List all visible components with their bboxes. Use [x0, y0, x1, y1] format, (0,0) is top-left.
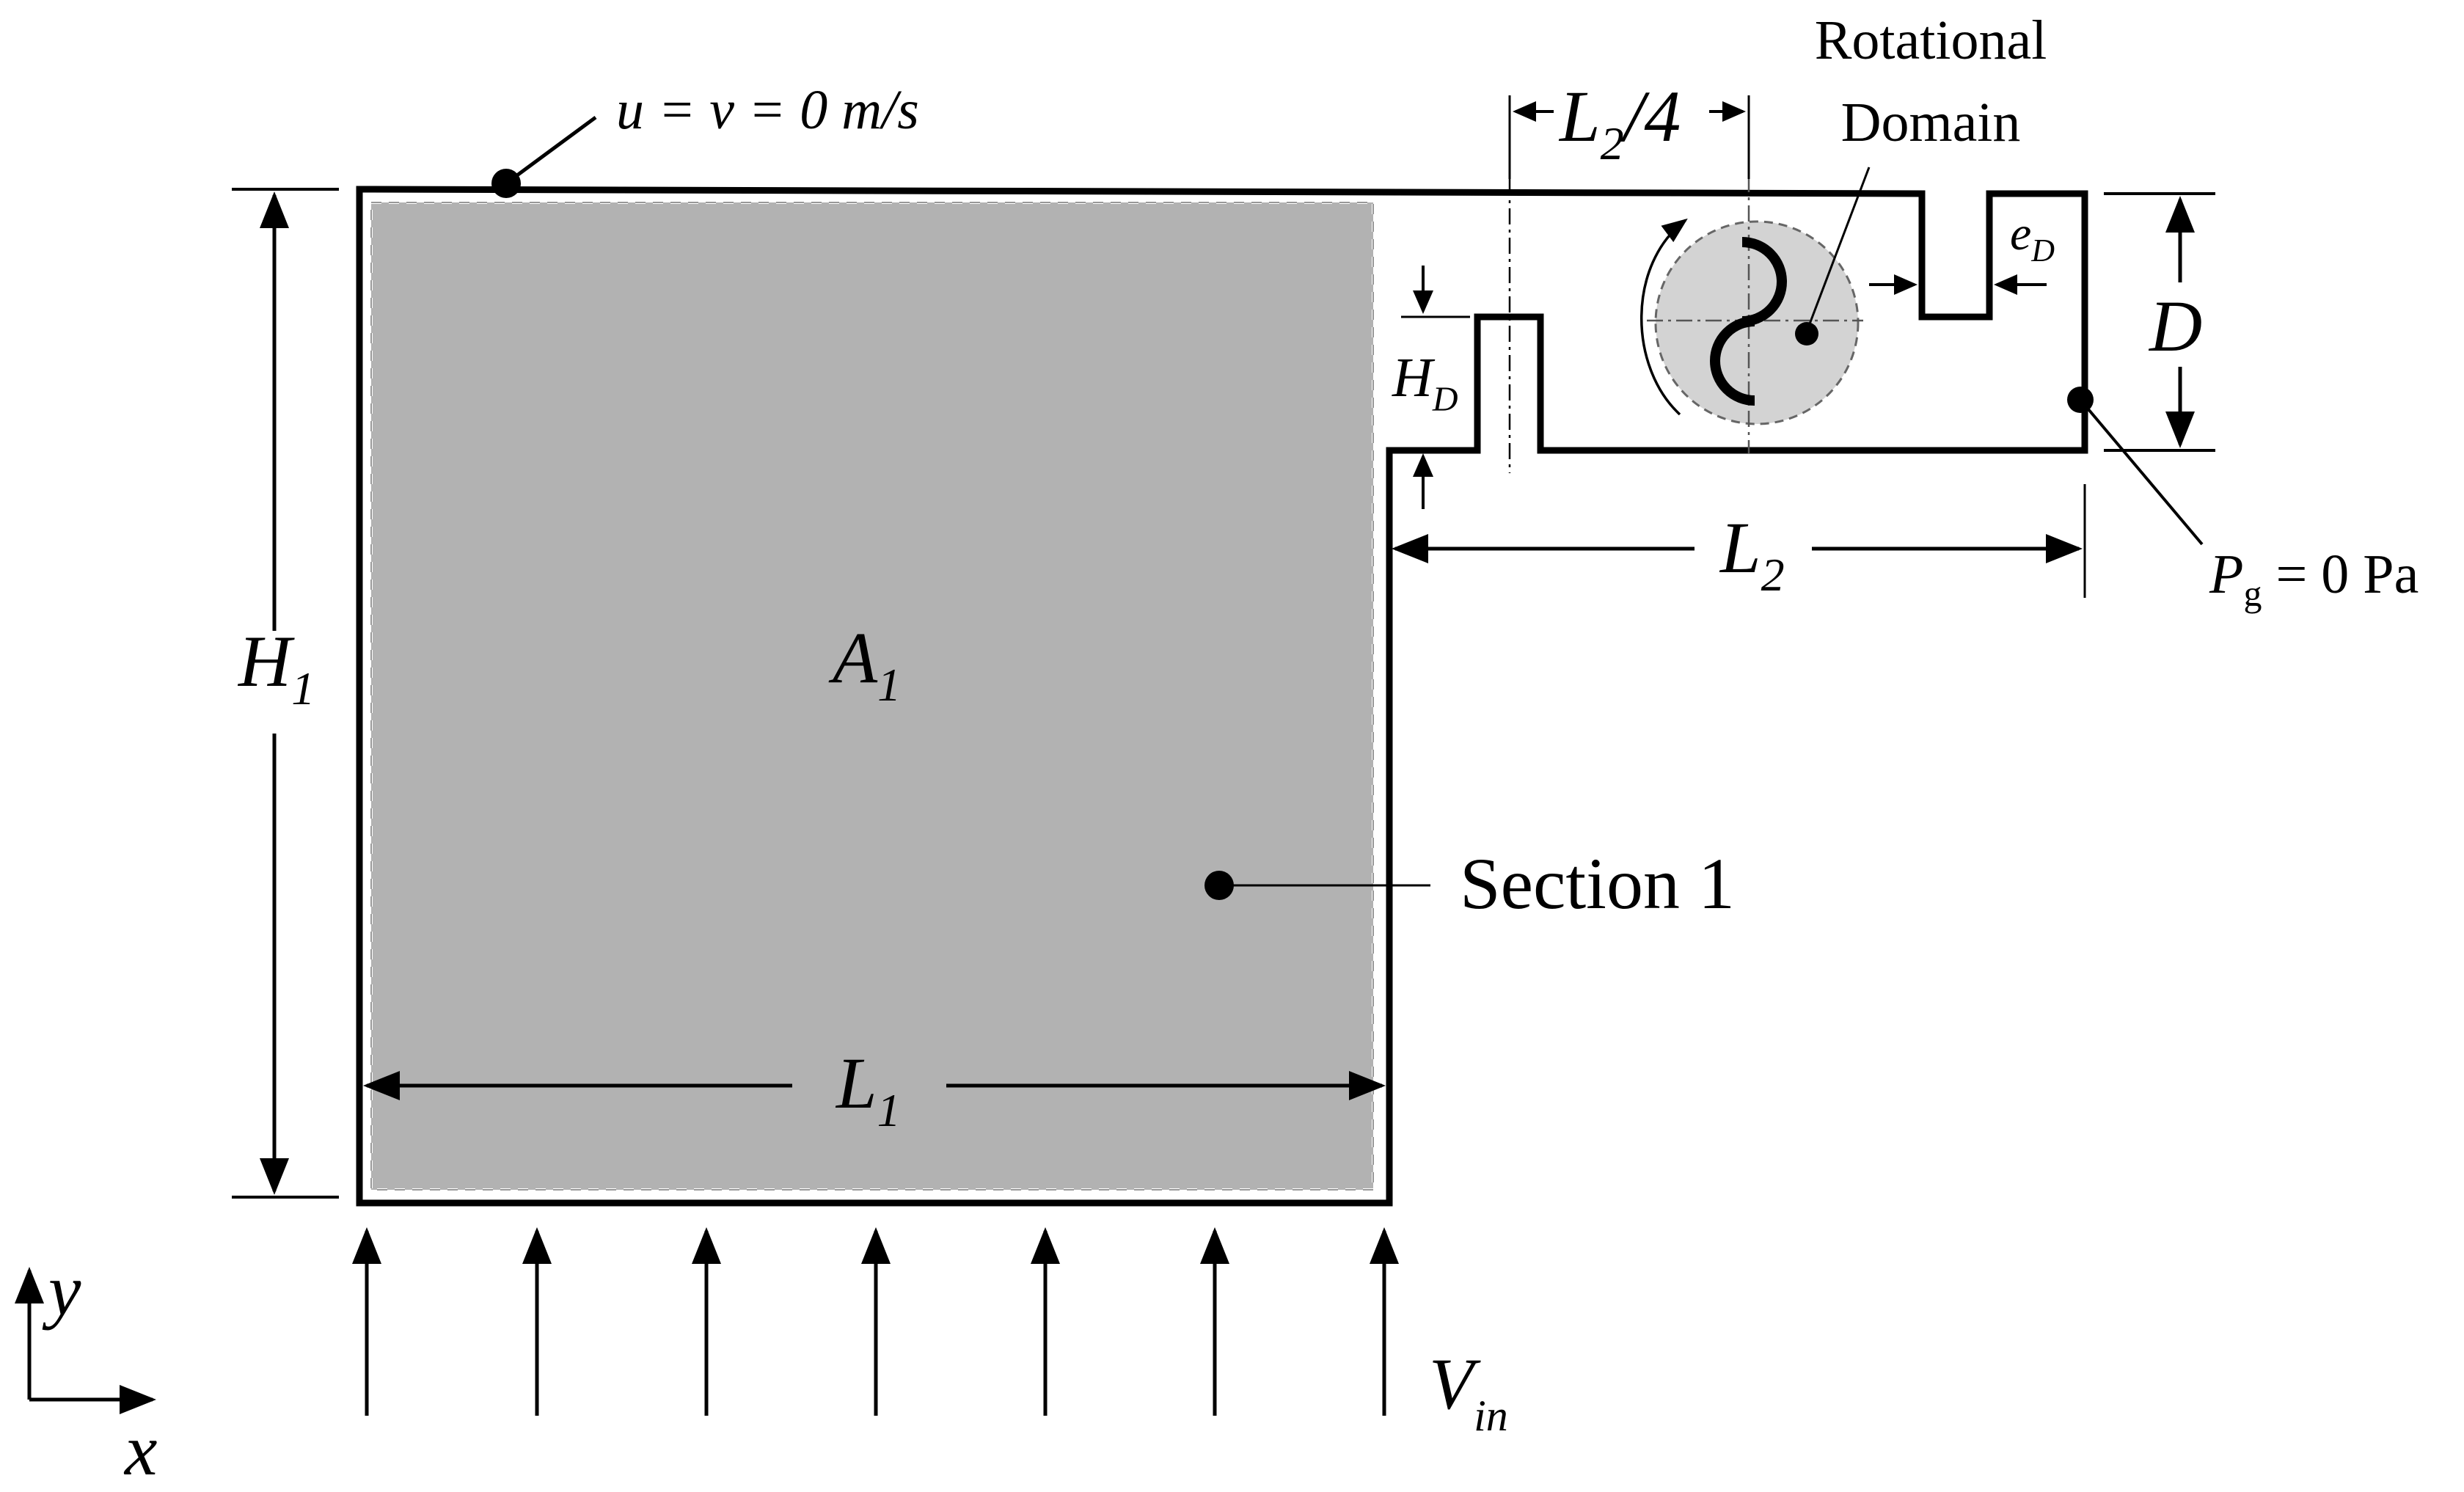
rotational-domain-label-line1: Rotational: [1815, 10, 2047, 71]
l2-4-label: L2/4: [1558, 76, 1681, 169]
wall-bc-label: u = v = 0 m/s: [616, 79, 919, 141]
y-axis-label: y: [42, 1249, 81, 1331]
section-1-label: Section 1: [1460, 843, 1735, 924]
savonius-blade-lower: [1710, 316, 1755, 406]
rotational-domain-leader: [1805, 167, 1871, 332]
rotational-domain-label-line2: Domain: [1841, 92, 2021, 153]
inlet-velocity-label: Vin: [1429, 1343, 1508, 1440]
a1-label: A1: [828, 617, 901, 711]
section-1-area: [371, 202, 1373, 1190]
l1-label: L1: [835, 1042, 901, 1136]
savonius-blade-upper: [1741, 237, 1787, 326]
ed-label: eD: [2010, 207, 2055, 268]
rotational-domain-point: [1795, 322, 1818, 345]
d-label: D: [2148, 285, 2202, 367]
h1-label: H1: [237, 621, 315, 714]
x-axis-label: x: [123, 1409, 157, 1488]
domain-outline: [356, 186, 2088, 1207]
outlet-bc-label: Pg = 0 Pa: [2209, 544, 2419, 614]
outlet-leader: [2079, 398, 2204, 546]
hd-label: HD: [1392, 347, 1458, 419]
rotation-direction-arrow: [1640, 218, 1688, 416]
l2-label: L2: [1719, 507, 1785, 601]
section-1-dashed-border-dark: [370, 202, 1374, 1191]
wall-bc-leader: [505, 115, 597, 186]
